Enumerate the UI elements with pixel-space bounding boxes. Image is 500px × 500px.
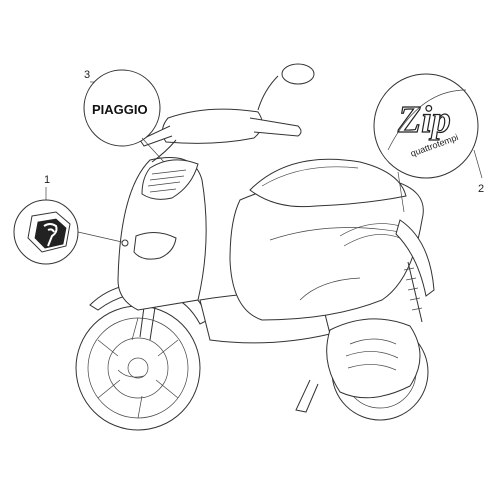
scooter-body <box>75 63 435 431</box>
callout-circle-2 <box>373 73 479 179</box>
front-wheel <box>75 305 201 431</box>
seat <box>249 158 407 208</box>
handlebar-cover <box>162 108 263 144</box>
engine-casing <box>326 318 421 399</box>
mirror <box>281 63 315 85</box>
callout-group-3: 3 PIAGGIO <box>83 69 165 163</box>
callout-circle-3 <box>83 69 161 147</box>
left-handle-lever <box>139 125 173 147</box>
front-grille <box>141 159 199 200</box>
zip-logo-text: Zip <box>397 99 451 141</box>
callout-number-2: 2 <box>478 183 484 195</box>
front-light <box>133 232 177 260</box>
right-handle-grip <box>249 117 302 137</box>
piaggio-lettering: PIAGGIO <box>92 102 148 117</box>
callout-group-1: 1 <box>13 174 129 265</box>
callout-group-2: Zip quattrotempi 2 <box>373 73 484 213</box>
centre-stand <box>295 379 319 413</box>
callout-number-1: 1 <box>44 174 50 186</box>
rear-mudguard <box>395 219 435 297</box>
callout-number-3: 3 <box>84 69 90 81</box>
